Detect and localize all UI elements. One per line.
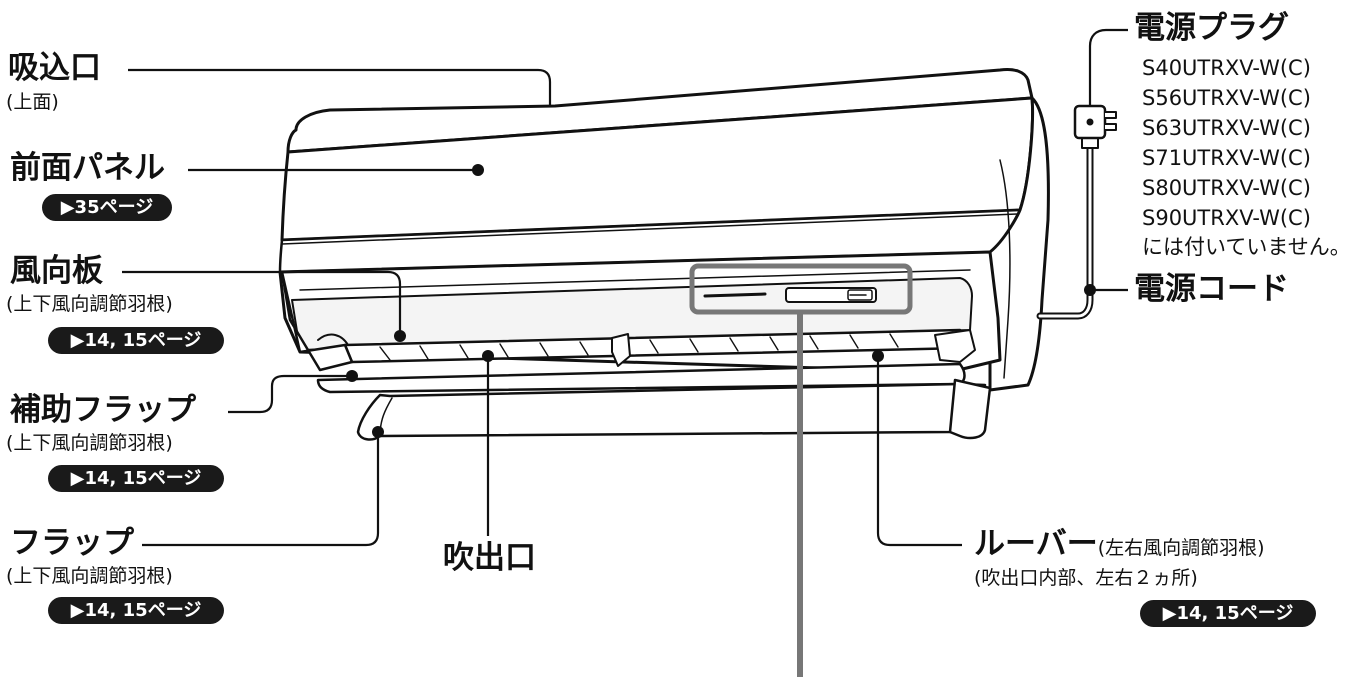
ref-louver[interactable]: ▶14, 15ページ [1140,600,1316,627]
label-intake: 吸込口 [8,50,101,86]
ref-front-panel[interactable]: ▶35ページ [42,194,172,221]
leader-flap [142,432,380,547]
callout-dots [346,164,1096,438]
label-vane-sub: (上下風向調節羽根) [6,293,173,315]
right-side-body [988,96,1050,392]
label-louver-sub: (吹出口内部、左右２ヵ所) [974,567,1198,589]
leader-aux-flap [228,374,352,414]
plug-note-model: S40UTRXV-W(C) [1142,56,1311,80]
plug-note-model: S90UTRXV-W(C) [1142,206,1311,230]
plug-note-model: S80UTRXV-W(C) [1142,176,1311,200]
leader-louver [876,356,962,547]
label-louver-desc: (左右風向調節羽根) [1097,537,1265,559]
top-intake-surface [286,68,1034,154]
flap-shape [356,382,987,441]
label-plug: 電源プラグ [1134,10,1289,46]
air-conditioner-unit [278,68,1117,441]
leader-intake [128,68,552,106]
leader-vane [122,270,402,336]
ref-flap[interactable]: ▶14, 15ページ [48,597,224,624]
plug-note-model: S71UTRXV-W(C) [1142,146,1311,170]
louver-slats [379,333,899,361]
label-front-panel: 前面パネル [10,150,165,186]
label-flap: フラップ [10,525,134,561]
power-plug-drawing [1073,104,1117,149]
ref-vane[interactable]: ▶14, 15ページ [48,327,224,354]
callout-lines [122,28,1128,547]
label-louver-row: ルーバー(左右風向調節羽根) [974,529,1265,560]
plug-note-model: S63UTRXV-W(C) [1142,116,1311,140]
ref-aux-flap[interactable]: ▶14, 15ページ [48,465,224,492]
label-flap-sub: (上下風向調節羽根) [6,565,173,587]
label-outlet: 吹出口 [443,540,536,576]
label-cord: 電源コード [1134,271,1289,307]
plug-note-model: S56UTRXV-W(C) [1142,86,1311,110]
label-aux-flap-sub: (上下風向調節羽根) [6,432,173,454]
label-aux-flap: 補助フラップ [10,392,196,428]
label-vane: 風向板 [10,253,103,289]
label-intake-sub: (上面) [6,91,59,113]
leader-plug [1088,28,1128,106]
label-louver: ルーバー [974,526,1098,562]
plug-note-suffix: には付いていません。 [1142,235,1351,259]
